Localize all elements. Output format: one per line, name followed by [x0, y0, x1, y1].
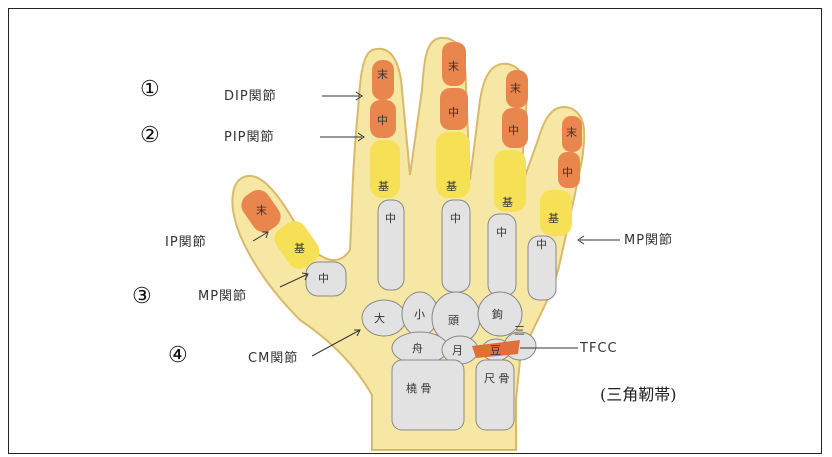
lunate-text: 月 [452, 344, 463, 357]
ulna-bone [476, 360, 514, 430]
scaphoid-text: 舟 [412, 341, 423, 355]
capitate-text: 頭 [448, 314, 459, 327]
radius-bone [392, 360, 464, 430]
label-mp-joint-thumb: MP関節 [198, 289, 247, 304]
thumb-proximal-text: 基 [294, 242, 305, 255]
thumb-distal-text: 末 [256, 203, 267, 217]
ring-metacarpal-text: 中 [496, 226, 507, 239]
hamate-text: 鉤 [492, 307, 503, 321]
ring-distal-text: 末 [510, 81, 521, 95]
little-proximal-text: 基 [548, 212, 559, 225]
marker-3: ③ [132, 284, 152, 309]
radius-text: 橈 骨 [406, 382, 432, 395]
middle-distal-text: 末 [448, 59, 459, 73]
label-mp-joint-right: MP関節 [624, 233, 673, 248]
trapezoid-text: 小 [414, 308, 425, 321]
index-distal-text: 末 [377, 67, 388, 81]
label-dip-joint: DIP関節 [224, 89, 277, 104]
pisiform-text: 豆 [490, 344, 501, 357]
label-cm-joint: CM関節 [248, 351, 298, 366]
little-distal-text: 末 [566, 125, 577, 139]
middle-proximal-text: 基 [446, 180, 457, 193]
trapezium-text: 大 [374, 311, 385, 325]
middle-metacarpal-text: 中 [450, 212, 461, 225]
little-metacarpal-text: 中 [536, 238, 547, 251]
middle-middle-text: 中 [448, 106, 459, 119]
marker-4: ④ [168, 343, 188, 368]
tfcc-caption: (三角靭帯) [600, 385, 677, 404]
thumb-metacarpal-text: 中 [318, 272, 329, 285]
little-middle-text: 中 [562, 166, 573, 179]
ulna-text: 尺 骨 [484, 372, 510, 385]
ring-middle-text: 中 [508, 124, 519, 137]
index-proximal-text: 基 [378, 180, 389, 193]
label-tfcc: TFCC [579, 341, 618, 356]
marker-2: ② [140, 123, 160, 148]
ring-proximal-text: 基 [502, 196, 513, 209]
label-ip-joint: IP関節 [165, 235, 207, 250]
index-middle-text: 中 [377, 114, 388, 127]
marker-1: ① [140, 77, 160, 102]
index-metacarpal-text: 中 [385, 212, 396, 225]
label-pip-joint: PIP関節 [224, 130, 275, 145]
triquetrum-text: 三 [514, 324, 525, 337]
